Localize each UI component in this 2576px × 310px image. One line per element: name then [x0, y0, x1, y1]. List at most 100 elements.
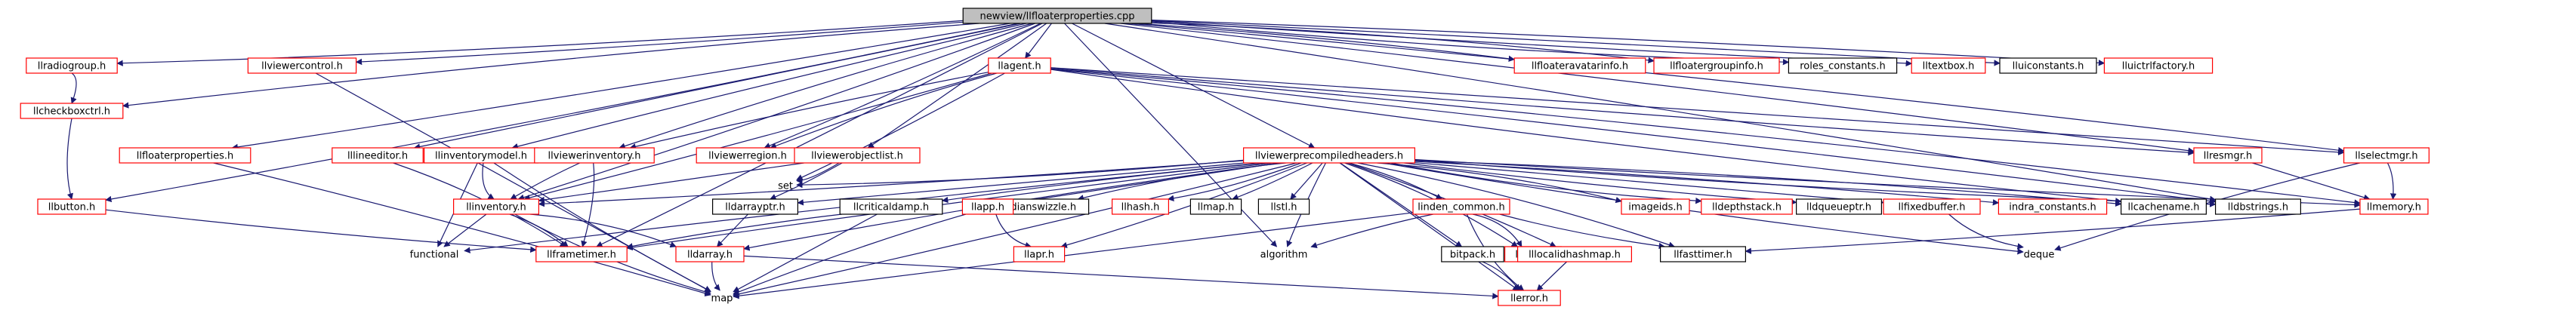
- edge-lllinden_common-to-algorithm: [1310, 213, 1433, 249]
- edge-root-to-llbutton: [105, 23, 1019, 203]
- node-label: llhash.h: [1121, 202, 1160, 213]
- node-box: [535, 246, 628, 262]
- node-llviewerinventory[interactable]: llviewerinventory.h: [534, 147, 655, 164]
- node-llviewerregion[interactable]: llviewerregion.h: [696, 147, 800, 164]
- node-label: llfasttimer.h: [1674, 250, 1732, 261]
- node-label: lldarray.h: [687, 250, 733, 261]
- node-llstl[interactable]: llstl.h: [1257, 198, 1310, 215]
- node-llresmgr[interactable]: llresmgr.h: [2193, 147, 2263, 164]
- node-box: [332, 147, 424, 164]
- node-box: [988, 57, 1051, 74]
- node-box: [675, 246, 745, 262]
- edge-llresmgr-to-llmemory: [2252, 162, 2371, 201]
- node-label: llselectmgr.h: [2355, 151, 2417, 162]
- edge-llviewerprecompiledheaders-to-llcriticaldamp: [941, 162, 1265, 204]
- edge-llinventorymodel-to-map: [493, 162, 711, 292]
- node-llinventorymodel[interactable]: llinventorymodel.h: [423, 147, 538, 164]
- node-label: set: [778, 181, 793, 192]
- node-llfixedbuffer[interactable]: llfixedbuffer.h: [1883, 198, 1981, 215]
- edge-llbutton-to-llframetimer: [105, 209, 537, 253]
- node-label: llinventory.h: [466, 202, 526, 213]
- node-label: llradiogroup.h: [38, 61, 106, 72]
- node-box: [2343, 147, 2430, 164]
- node-llfloaterproperties[interactable]: llfloaterproperties.h: [119, 147, 251, 164]
- node-label: lllineeditor.h: [347, 151, 408, 162]
- node-llfloatergroupinfo[interactable]: llfloatergroupinfo.h: [1653, 57, 1780, 74]
- node-llmemory[interactable]: llmemory.h: [2359, 198, 2429, 215]
- node-lllocalidhashmap[interactable]: lllocalidhashmap.h: [1516, 246, 1632, 262]
- node-lluiconstants[interactable]: lluiconstants.h: [1999, 57, 2097, 74]
- node-set: set: [778, 181, 793, 192]
- node-llmap[interactable]: llmap.h: [1189, 198, 1242, 215]
- node-label: llinventorymodel.h: [435, 151, 527, 162]
- node-llinventory[interactable]: llinventory.h: [452, 198, 539, 215]
- node-lldarrayptr[interactable]: lldarrayptr.h: [711, 198, 798, 215]
- node-llapr[interactable]: llapr.h: [1013, 246, 1066, 262]
- node-lltextbox[interactable]: lltextbox.h: [1911, 57, 1986, 74]
- node-llselectmgr[interactable]: llselectmgr.h: [2343, 147, 2430, 164]
- node-box: [2359, 198, 2429, 215]
- node-lllineeditor[interactable]: lllineeditor.h: [332, 147, 424, 164]
- node-llhash[interactable]: llhash.h: [1111, 198, 1169, 215]
- edge-lllinden_common-to-lldefs: [1472, 213, 1522, 247]
- node-llerror[interactable]: llerror.h: [1498, 290, 1561, 306]
- node-llcheckboxctrl[interactable]: llcheckboxctrl.h: [20, 103, 124, 119]
- node-box: [20, 103, 124, 119]
- node-lldqueueptr[interactable]: lldqueueptr.h: [1796, 198, 1883, 215]
- node-box: [1788, 57, 1898, 74]
- node-label: llresmgr.h: [2204, 151, 2253, 162]
- edge-root-to-llviewerobjectlist: [867, 23, 1047, 149]
- node-label: llcachename.h: [2128, 202, 2200, 213]
- edge-llviewerinventory-to-llinventory: [510, 162, 581, 200]
- node-imageids[interactable]: imageids.h: [1621, 198, 1690, 215]
- node-label: lldbstrings.h: [2228, 202, 2288, 213]
- node-roles_constants[interactable]: roles_constants.h: [1788, 57, 1898, 74]
- node-label: bitpack.h: [1450, 250, 1495, 261]
- edge-root-to-llviewercontrol: [355, 21, 964, 66]
- node-label: llmap.h: [1198, 202, 1234, 213]
- edge-layer: [66, 20, 2397, 299]
- node-llframetimer[interactable]: llframetimer.h: [535, 246, 628, 262]
- node-llviewerprecompiledheaders[interactable]: llviewerprecompiledheaders.h: [1242, 147, 1415, 164]
- edge-llviewerprecompiledheaders-to-lldepthstack: [1390, 162, 1702, 204]
- node-llfloateravatarinfo[interactable]: llfloateravatarinfo.h: [1513, 57, 1646, 74]
- node-llfasttimer[interactable]: llfasttimer.h: [1660, 246, 1747, 262]
- node-indra_constants[interactable]: indra_constants.h: [1998, 198, 2108, 215]
- node-llradiogroup[interactable]: llradiogroup.h: [26, 57, 118, 74]
- edge-llradiogroup-to-llcheckboxctrl: [70, 72, 77, 104]
- edge-llviewerprecompiledheaders-to-bitpack: [1340, 162, 1463, 247]
- node-llbutton[interactable]: llbutton.h: [37, 198, 106, 215]
- edge-llviewerprecompiledheaders-to-lldarrayptr: [797, 162, 1245, 206]
- node-llviewerobjectlist[interactable]: llviewerobjectlist.h: [794, 147, 921, 164]
- node-llcriticaldamp[interactable]: llcriticaldamp.h: [839, 198, 943, 215]
- node-box: [1883, 198, 1981, 215]
- node-label: functional: [410, 250, 459, 261]
- node-box: [711, 198, 798, 215]
- node-lldepthstack[interactable]: lldepthstack.h: [1701, 198, 1793, 215]
- node-algorithm: algorithm: [1260, 250, 1308, 261]
- node-box: [1257, 198, 1310, 215]
- node-lllinden_common[interactable]: linden_common.h: [1412, 198, 1510, 215]
- node-label: llviewerregion.h: [708, 151, 787, 162]
- node-label: llviewerprecompiledheaders.h: [1255, 151, 1403, 162]
- node-lldbstrings[interactable]: lldbstrings.h: [2215, 198, 2302, 215]
- node-label: llviewerobjectlist.h: [811, 151, 903, 162]
- edge-llagent-to-lldbstrings: [1050, 69, 2217, 204]
- node-box: [794, 147, 921, 164]
- edge-root-to-llviewerregion: [764, 23, 1041, 149]
- node-box: [1516, 246, 1632, 262]
- node-lluictrlfactory[interactable]: lluictrlfactory.h: [2103, 57, 2214, 74]
- node-llcachename[interactable]: llcachename.h: [2121, 198, 2207, 215]
- node-llapp[interactable]: llapp.h: [961, 198, 1014, 215]
- node-llviewercontrol[interactable]: llviewercontrol.h: [247, 57, 357, 74]
- node-label: lldarrayptr.h: [725, 202, 785, 213]
- node-llagent[interactable]: llagent.h: [988, 57, 1051, 74]
- edge-lldarrayptr-to-lldarray: [716, 213, 748, 247]
- node-bitpack[interactable]: bitpack.h: [1441, 246, 1504, 262]
- node-label: llapp.h: [971, 202, 1004, 213]
- node-box: [1111, 198, 1169, 215]
- node-label: algorithm: [1260, 250, 1308, 261]
- node-label: lldepthstack.h: [1712, 202, 1782, 213]
- node-lldarray[interactable]: lldarray.h: [675, 246, 745, 262]
